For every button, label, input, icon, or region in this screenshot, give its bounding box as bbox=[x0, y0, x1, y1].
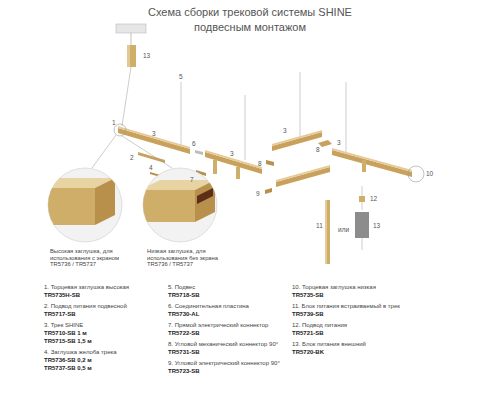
callout-number: 3 bbox=[337, 139, 341, 146]
part-code: TR5737-SB 0,5 м bbox=[44, 365, 92, 372]
part-name: 4. Заглушка желоба трека bbox=[44, 349, 117, 356]
suspension-wires bbox=[181, 72, 346, 160]
callout-number: 10 bbox=[426, 170, 433, 177]
tracks-part bbox=[362, 160, 366, 172]
power-supply-top bbox=[116, 24, 146, 126]
tracks-part bbox=[272, 130, 322, 146]
part-code: TR5723-SB bbox=[168, 368, 200, 375]
callout-number: 3 bbox=[230, 150, 234, 157]
detail-callouts-part bbox=[408, 166, 424, 182]
callout-number: 9 bbox=[256, 190, 260, 197]
callout-number: 4 bbox=[149, 164, 153, 171]
tracks-part bbox=[195, 150, 203, 155]
tracks-part bbox=[266, 160, 274, 166]
detail-callouts-part-part bbox=[195, 180, 215, 222]
part-code: TR5720-BK bbox=[292, 349, 324, 356]
suspension-wires-part bbox=[300, 72, 301, 140]
callout-number: 2 bbox=[130, 154, 134, 161]
diagram-subtitle: подвесным монтажом bbox=[0, 21, 500, 34]
detail-callouts bbox=[40, 124, 424, 242]
part-code: TR5717-SB bbox=[44, 311, 76, 318]
tracks-part bbox=[318, 140, 332, 147]
power-supply-top-part bbox=[131, 33, 132, 46]
part-code: TR5735-SB bbox=[292, 292, 324, 299]
part-name: 11. Блок питания встраиваемый в трек bbox=[292, 303, 400, 310]
callout-number: 8 bbox=[258, 160, 262, 167]
part-code: TR5710-SB 1 м bbox=[44, 330, 87, 337]
part-code: TR5739-SB bbox=[292, 311, 324, 318]
detail-callouts-part-part bbox=[40, 188, 95, 225]
power-supply-top-part bbox=[116, 24, 146, 33]
part-code: TR5735H-SB bbox=[44, 292, 80, 299]
callout-number: или bbox=[338, 226, 349, 233]
detail-callouts-part-part bbox=[95, 178, 115, 225]
tracks-part bbox=[118, 128, 190, 154]
detail-callouts-part bbox=[114, 124, 126, 136]
part-code: TR5731-SB bbox=[168, 349, 200, 356]
part-name: 7. Прямой электрический коннектор bbox=[168, 322, 268, 329]
callout-number: 5 bbox=[179, 73, 183, 80]
tracks bbox=[118, 126, 412, 194]
callout-number: 3 bbox=[283, 127, 287, 134]
detail-callouts-part bbox=[40, 178, 115, 225]
tracks-part bbox=[118, 126, 190, 149]
part-name: 5. Подвес bbox=[168, 284, 195, 291]
power-supplies-right-part bbox=[325, 200, 330, 264]
part-name: 1. Торцевая заглушка высокая bbox=[44, 284, 129, 291]
detail-caption: Низкая заглушка, для использования без э… bbox=[147, 248, 219, 268]
part-code: TR5736-SB 0,2 м bbox=[44, 357, 92, 364]
power-supplies-right-part bbox=[325, 200, 327, 264]
power-supplies-right-part bbox=[355, 212, 369, 238]
part-name: 2. Подвод питания подвесной bbox=[44, 303, 127, 310]
part-code: TR5718-SB bbox=[168, 292, 200, 299]
part-code: TR5721-SB bbox=[292, 330, 324, 337]
detail-caption: Высокая заглушка, для использования с эк… bbox=[50, 248, 122, 268]
suspension-wires-part bbox=[181, 82, 182, 146]
part-name: 13. Блок питания внешний bbox=[292, 341, 366, 348]
part-code: TR5722-SB bbox=[168, 330, 200, 337]
tracks-part bbox=[272, 132, 322, 151]
callout-number: 7 bbox=[190, 176, 194, 183]
detail-callouts-part bbox=[140, 180, 215, 222]
tracks-part bbox=[276, 167, 330, 187]
tracks-part bbox=[265, 188, 272, 194]
callout-number: 12 bbox=[370, 195, 377, 202]
detail-callouts-part bbox=[92, 135, 116, 168]
part-name: 10. Торцевая заглушка низкая bbox=[292, 284, 376, 291]
callout-number: 13 bbox=[143, 52, 150, 59]
power-supply-top-part bbox=[122, 67, 131, 126]
part-code: TR5715-SB 1,5 м bbox=[44, 338, 92, 345]
callout-number: 3 bbox=[152, 130, 156, 137]
tracks-part bbox=[213, 160, 217, 174]
power-supplies-right bbox=[325, 186, 369, 264]
detail-callouts-part-part bbox=[197, 188, 213, 204]
detail-callouts-part-part bbox=[140, 190, 195, 222]
part-name: 12. Подвод питания bbox=[292, 322, 347, 329]
tracks-part bbox=[138, 152, 165, 163]
power-supplies-right-part bbox=[359, 196, 365, 202]
power-supply-top-part bbox=[127, 45, 130, 67]
part-code: TR5730-AL bbox=[168, 311, 199, 318]
callout-number: 11 bbox=[316, 222, 323, 229]
callout-number: 13 bbox=[373, 222, 380, 229]
tracks-part bbox=[276, 165, 330, 182]
diagram-title: Схема сборки трековой системы SHINE bbox=[0, 6, 500, 19]
suspension-wires-part bbox=[346, 82, 347, 154]
power-supply-top-part bbox=[127, 45, 136, 67]
part-name: 9. Угловой электрический коннектор 90° bbox=[168, 360, 280, 367]
callout-number: 8 bbox=[316, 146, 320, 153]
power-supplies-right-part bbox=[362, 238, 363, 250]
tracks-part bbox=[236, 167, 240, 179]
part-name: 8. Угловой механический коннектор 90° bbox=[168, 341, 278, 348]
part-name: 3. Трек SHINE bbox=[44, 322, 83, 329]
callout-number: 6 bbox=[192, 140, 196, 147]
detail-callouts-part bbox=[122, 136, 172, 168]
tracks-part bbox=[332, 148, 412, 172]
part-name: 6. Соединительная пластина bbox=[168, 303, 249, 310]
tracks-part bbox=[332, 150, 412, 177]
suspension-wires-part bbox=[245, 95, 246, 160]
callout-number: 1 bbox=[112, 119, 116, 126]
